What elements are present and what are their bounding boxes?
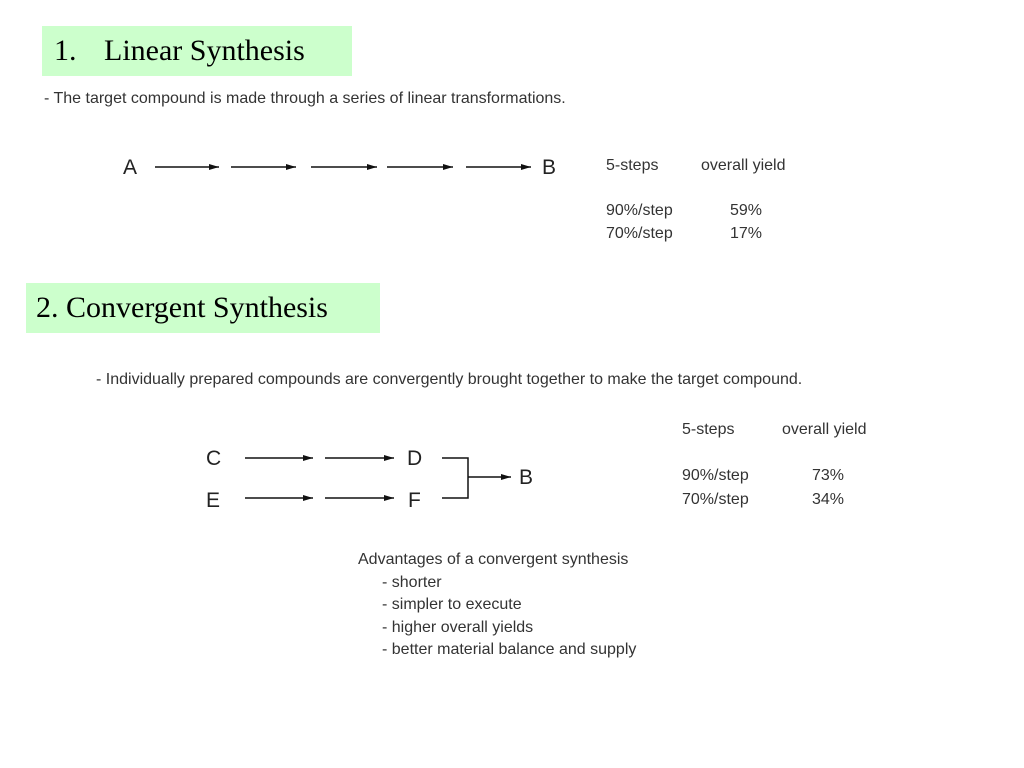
advantage-item: - higher overall yields (382, 618, 534, 636)
advantage-item: - better material balance and supply (382, 641, 637, 658)
convergent-description: - Individually prepared compounds are co… (96, 371, 803, 388)
linear-yield-17: 17% (730, 225, 763, 242)
linear-rate-90: 90%/step (606, 202, 673, 219)
convergent-yield-34: 34% (812, 491, 845, 508)
linear-steps-label: 5-steps (606, 157, 659, 174)
convergent-yield-73: 73% (812, 467, 845, 484)
convergent-steps-label: 5-steps (682, 421, 735, 438)
compound-c-label: C (206, 447, 222, 470)
linear-synthesis-heading: 1. Linear Synthesis (42, 26, 352, 76)
compound-b-label: B (542, 156, 557, 179)
compound-a-label: A (123, 156, 138, 179)
linear-description: - The target compound is made through a … (44, 90, 566, 107)
linear-rate-70: 70%/step (606, 225, 673, 242)
linear-yield-59: 59% (730, 202, 763, 219)
advantage-item: - simpler to execute (382, 596, 522, 613)
convergent-yield-label: overall yield (782, 421, 867, 438)
convergent-synthesis-heading: 2. Convergent Synthesis (26, 283, 380, 333)
convergent-rate-90: 90%/step (682, 467, 749, 484)
product-b-label: B (519, 466, 534, 489)
compound-d-label: D (407, 447, 423, 470)
heading-text: Linear Synthesis (104, 34, 305, 67)
advantages-list: Advantages of a convergent synthesis - s… (358, 549, 636, 662)
advantage-item: - shorter (382, 573, 442, 591)
advantages-title: Advantages of a convergent synthesis (358, 551, 629, 568)
compound-e-label: E (206, 489, 221, 512)
heading-number: 1. (54, 34, 77, 67)
convergent-rate-70: 70%/step (682, 491, 749, 508)
convergence-bracket (442, 457, 469, 499)
compound-f-label: F (408, 489, 421, 512)
linear-yield-label: overall yield (701, 157, 786, 174)
